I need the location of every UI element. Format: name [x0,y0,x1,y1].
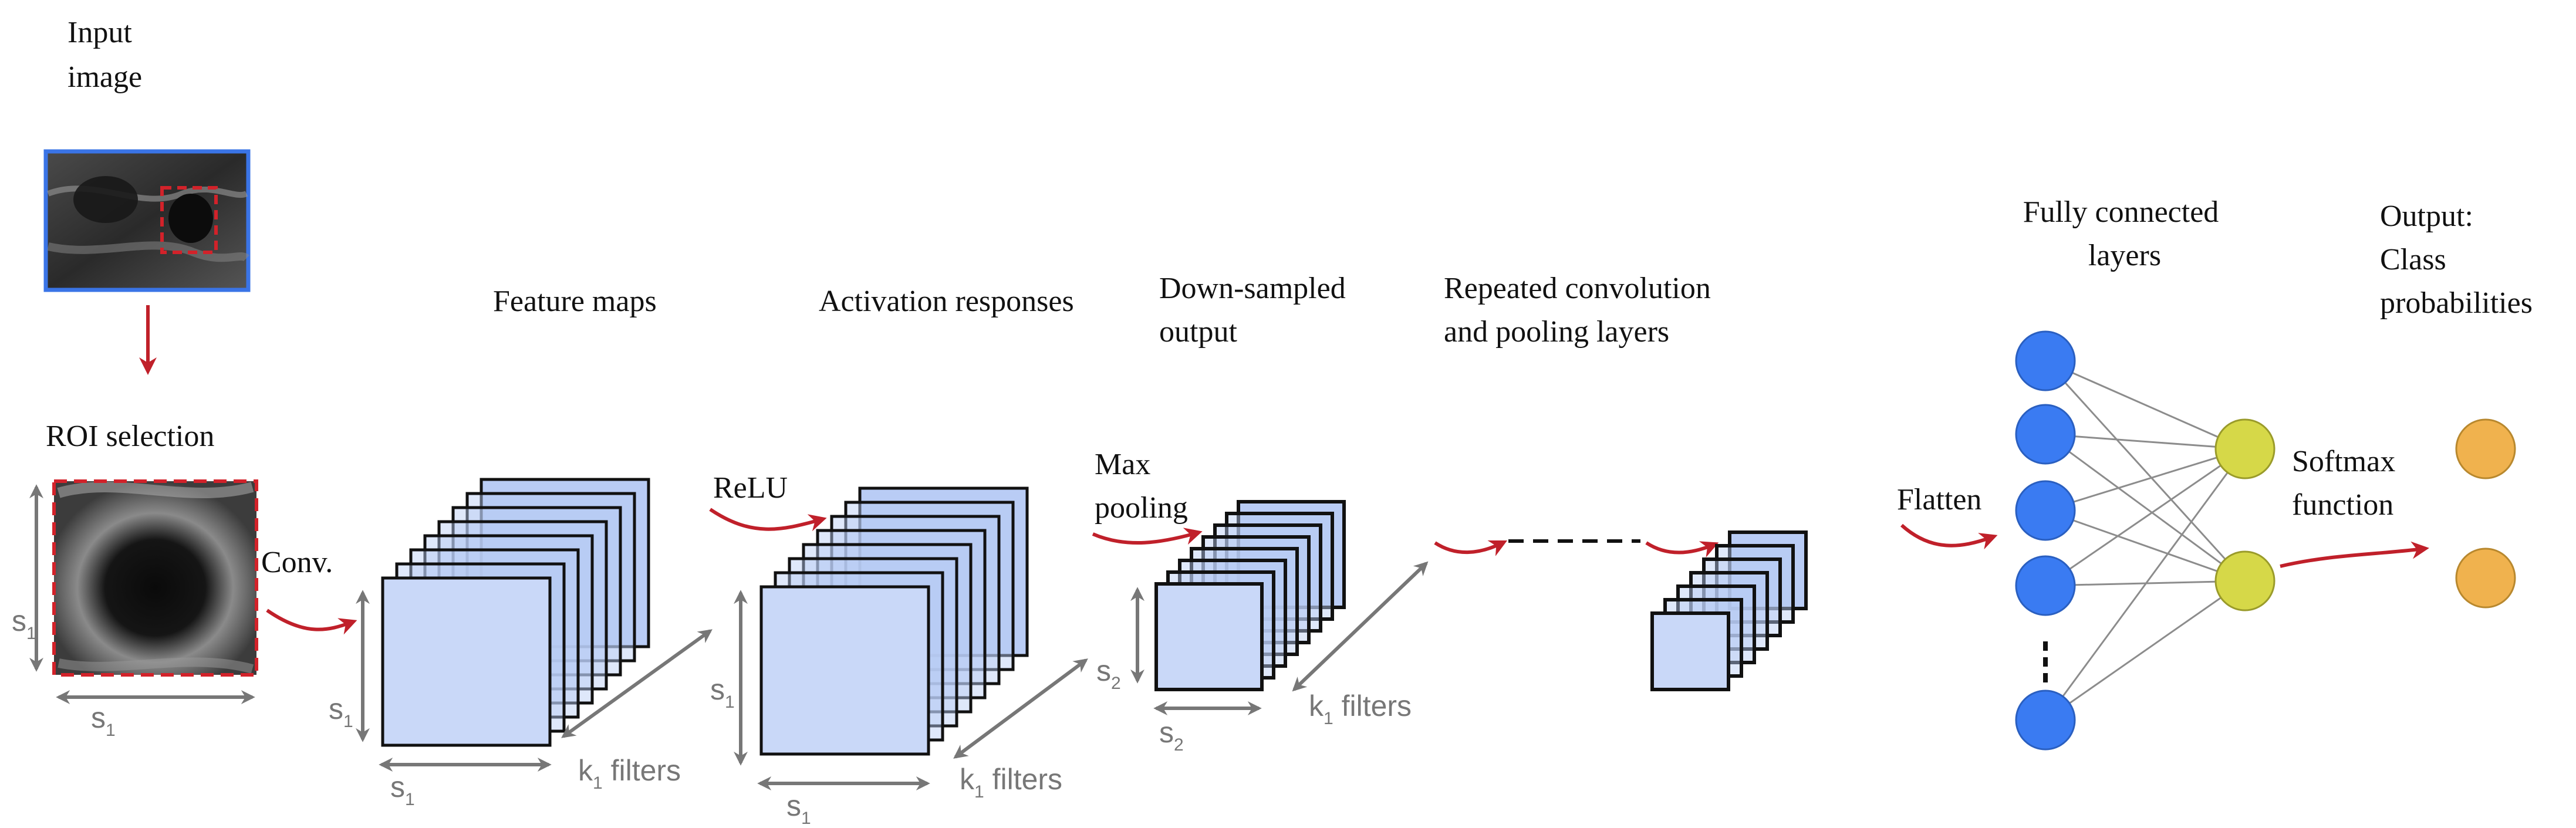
input-node [2015,555,2076,616]
feature-map-depth-dim [561,629,713,738]
downsampled-map-1 [1154,582,1264,691]
downsampled-depth-dim [1292,561,1429,692]
feature-maps-title: Feature maps [493,285,657,318]
fully-connected-title: Fully connected layers [2023,195,2227,272]
input-node [2015,480,2076,541]
feature-map-height-label: s1 [329,692,353,731]
output-node [2455,548,2516,609]
input-node [2015,330,2076,391]
relu-label: ReLU [713,471,788,505]
input-image-title: Input image [67,16,142,94]
input-node [2015,404,2076,465]
fc-edge [2045,433,2246,450]
output-node [2455,418,2516,479]
conv-arrow [266,609,357,635]
roi-selection-title: ROI selection [46,420,214,453]
softmax-arrow [2280,541,2429,568]
fc-edge [2045,509,2246,582]
final-map-1 [1650,611,1730,691]
conv-label: Conv. [261,546,333,579]
feature-map-filters-label: k1 filters [578,754,681,793]
fc-edge [2044,360,2246,582]
fc-edge [2045,580,2246,721]
max-pooling-label: Max pooling [1095,448,1188,525]
activation-filters-label: k1 filters [960,763,1062,802]
activation-responses-stack [759,486,1029,756]
output-title: Output: Class probabilities [2380,200,2533,320]
fc-edge [2045,448,2246,587]
flatten-arrow [1900,523,1998,550]
flatten-label: Flatten [1897,483,1981,516]
downsampled-output-title: Down-sampled output [1159,272,1353,349]
final-pooled-stack [1650,530,1808,691]
repeat-arrow-in [1434,540,1508,556]
activation-map-1 [759,585,930,756]
roi-marker [160,186,218,254]
input-ultrasound-image [43,149,251,292]
roi-height-label: s1 [12,604,36,643]
repeated-layers-title: Repeated convolution and pooling layers [1444,272,1719,349]
max-pooling-arrow [1092,528,1203,545]
activation-height-label: s1 [710,673,735,712]
roi-image [52,479,258,677]
relu-arrow [709,508,827,532]
feature-map-1 [381,576,552,747]
feature-map-width-label: s1 [390,770,415,809]
fc-edge [2044,448,2246,721]
hidden-dots [2043,641,2048,682]
fully-connected-network [2015,330,2516,751]
softmax-label: Softmax function [2292,445,2403,522]
repeat-arrow-out [1645,541,1719,558]
input-node [2015,690,2076,751]
activation-width-label: s1 [786,789,811,828]
fc-edge [2045,433,2246,582]
activation-responses-title: Activation responses [819,285,1074,318]
fc-edge [2045,360,2246,450]
downsampled-output-stack [1154,500,1346,691]
hidden-node [2214,418,2275,479]
roi-width-label: s1 [91,701,116,740]
downsampled-filters-label: k1 filters [1309,690,1412,728]
activation-depth-dim [953,658,1088,759]
downsampled-width-label: s2 [1159,716,1184,755]
downsampled-height-label: s2 [1096,654,1121,693]
hidden-node [2214,550,2275,611]
fc-edge [2045,448,2246,512]
